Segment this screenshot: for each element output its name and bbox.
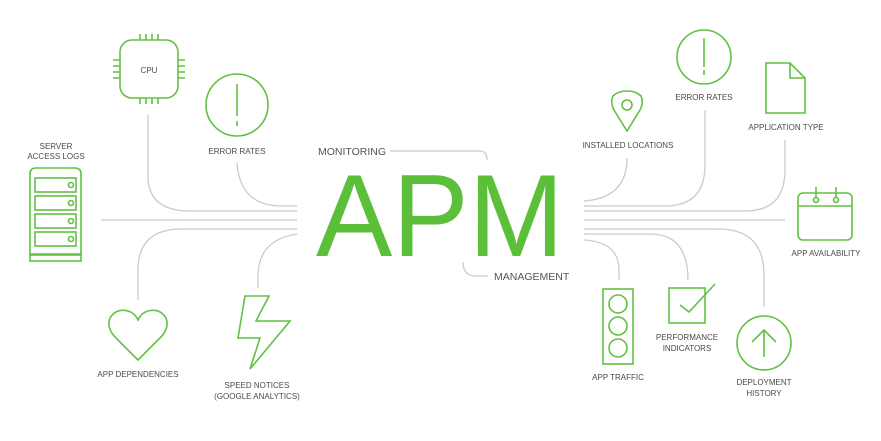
server-label-line2: ACCESS LOGS bbox=[27, 152, 84, 161]
availability-label: APP AVAILABILITY bbox=[792, 249, 862, 258]
arrow-up-circle-icon bbox=[736, 315, 792, 371]
connectors-left bbox=[101, 115, 488, 300]
server-label-line1: SERVER bbox=[40, 142, 73, 151]
connectors-right bbox=[583, 110, 786, 307]
connector-dependencies bbox=[137, 228, 297, 300]
connector-deployment bbox=[584, 228, 765, 307]
connector-monitoring bbox=[390, 150, 488, 161]
connector-performance bbox=[584, 233, 689, 281]
calendar-icon bbox=[797, 187, 853, 241]
connector-locations bbox=[583, 157, 628, 202]
connector-error-rates-right bbox=[584, 110, 706, 207]
server-rack-icon bbox=[29, 167, 82, 262]
locations-label: INSTALLED LOCATIONS bbox=[583, 141, 674, 150]
heart-icon bbox=[108, 309, 168, 362]
exclamation-circle-icon-right bbox=[676, 29, 732, 85]
deployment-label-line2: HISTORY bbox=[746, 389, 782, 398]
connector-speed bbox=[257, 233, 298, 288]
connector-error-rates bbox=[236, 162, 297, 207]
connector-app-type bbox=[584, 140, 786, 212]
connector-management bbox=[462, 261, 488, 277]
performance-label-line1: PERFORMANCE bbox=[656, 333, 718, 342]
dependencies-label: APP DEPENDENCIES bbox=[97, 370, 178, 379]
map-pin-icon bbox=[610, 90, 644, 133]
exclamation-circle-icon bbox=[205, 73, 269, 137]
app-type-label: APPLICATION TYPE bbox=[748, 123, 823, 132]
speed-label-line2: (GOOGLE ANALYTICS) bbox=[214, 392, 300, 401]
performance-label-line2: INDICATORS bbox=[663, 344, 712, 353]
checkbox-icon bbox=[668, 283, 716, 324]
apm-title: APM bbox=[316, 150, 564, 281]
error-rates-right-label: ERROR RATES bbox=[675, 93, 732, 102]
cpu-chip-icon bbox=[113, 34, 185, 104]
speed-label-line1: SPEED NOTICES bbox=[225, 381, 290, 390]
lightning-icon bbox=[237, 295, 292, 370]
traffic-label: APP TRAFFIC bbox=[592, 373, 644, 382]
traffic-light-icon bbox=[602, 288, 634, 365]
error-rates-label: ERROR RATES bbox=[208, 147, 265, 156]
connector-cpu bbox=[147, 115, 297, 212]
document-icon bbox=[765, 62, 806, 114]
management-label: MANAGEMENT bbox=[494, 271, 570, 283]
cpu-label: CPU bbox=[141, 66, 158, 75]
deployment-label-line1: DEPLOYMENT bbox=[736, 378, 791, 387]
connector-traffic bbox=[583, 239, 620, 280]
monitoring-label: MONITORING bbox=[318, 146, 386, 158]
